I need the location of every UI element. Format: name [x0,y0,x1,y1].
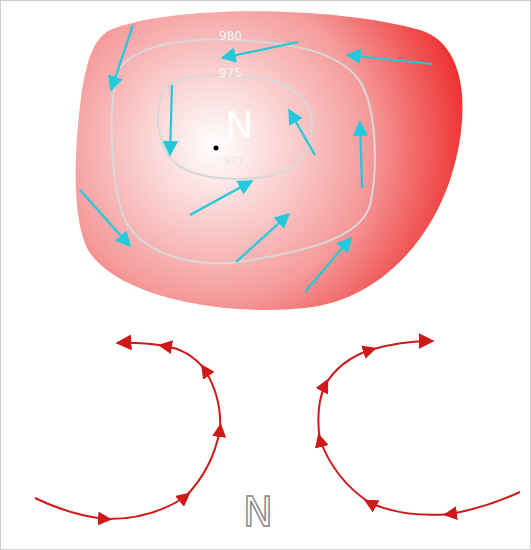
isobar-975 [158,75,312,179]
circulation-arc-left [35,343,220,519]
low-pressure-area [76,11,463,310]
circulation-arc-right [318,341,520,515]
center-dot [214,146,219,151]
central-pressure: 971 [223,156,244,167]
wind-arrows [80,25,432,292]
isobar-980 [112,39,375,263]
low-pressure-symbol: N [225,106,253,144]
isobar-value: 975 [219,67,242,79]
low-pressure-symbol: N [243,492,273,532]
isobar-value: 980 [219,30,242,42]
